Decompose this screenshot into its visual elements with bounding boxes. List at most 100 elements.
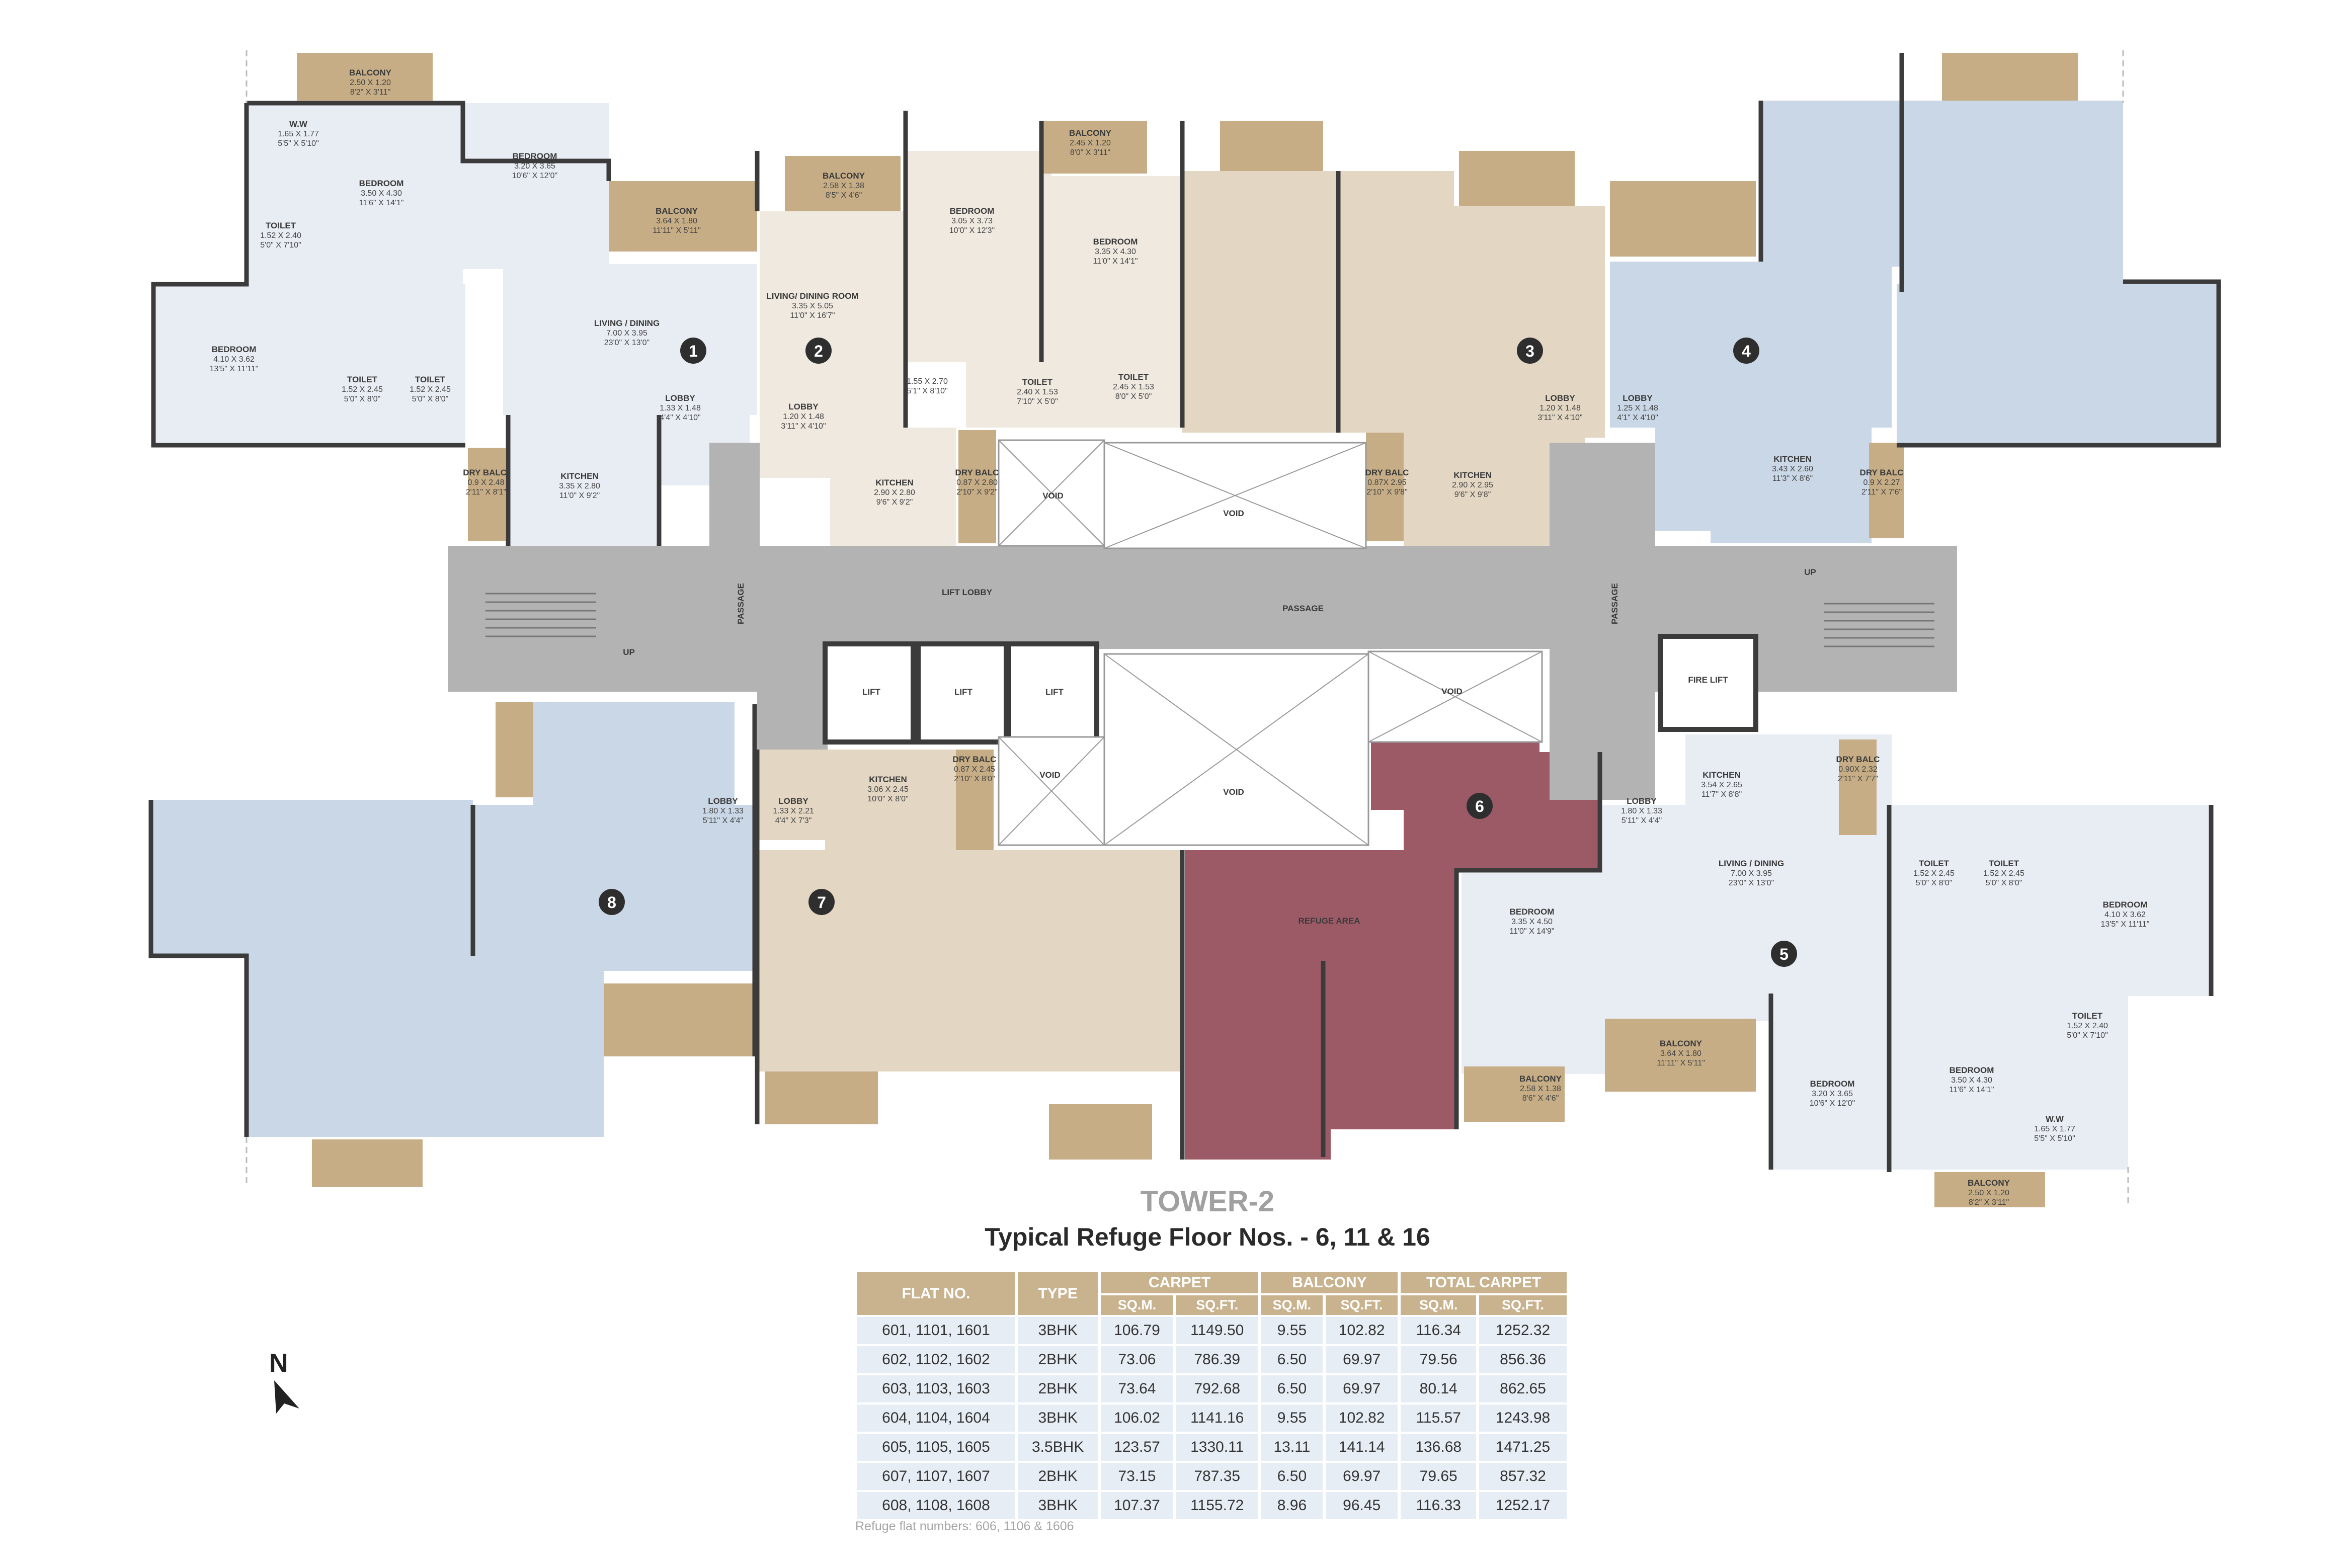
flat-number-badge: 6	[1467, 793, 1493, 819]
flat-2-area	[760, 151, 1182, 546]
room-label: 1.55 X 2.705'1" X 8'10"	[907, 377, 948, 395]
room-dim-imperial: 11'0" X 16'7"	[790, 311, 835, 320]
room-name: DRY BALC.	[463, 468, 509, 477]
room-dim-metric: 4.10 X 3.62	[2104, 911, 2146, 919]
room-dim-metric: 1.80 X 1.33	[1621, 807, 1662, 815]
room-dim-metric: 2.45 X 1.20	[1070, 139, 1111, 147]
table-cell: 602, 1102, 1602	[857, 1346, 1015, 1373]
room-name: BEDROOM	[1093, 237, 1138, 246]
core-label: PASSAGE	[1610, 583, 1619, 624]
room-dim-imperial: 4'4" X 7'3"	[775, 816, 812, 825]
room-name: BALCONY	[1968, 1178, 2010, 1188]
room-dim-imperial: 3'11" X 4'10"	[781, 422, 826, 431]
room-name: BALCONY	[1660, 1039, 1702, 1048]
room-dim-imperial: 10'0" X 12'3"	[949, 226, 995, 235]
room-dim-metric: 1.65 X 1.77	[278, 130, 319, 138]
core-label: UP	[1804, 567, 1816, 577]
table-cell: 3BHK	[1017, 1317, 1098, 1344]
room-name: BALCONY	[1069, 128, 1112, 138]
sub-sqm: SQ.M.	[1401, 1295, 1477, 1315]
table-cell: 601, 1101, 1601	[857, 1317, 1015, 1344]
room-name: TOILET	[1989, 859, 2019, 868]
room-dim-imperial: 11'3" X 8'6"	[1772, 474, 1813, 483]
room-dim-imperial: 8'0" X 5'0"	[1115, 392, 1152, 401]
room-dim-imperial: 5'0" X 7'10"	[260, 241, 301, 250]
room-dim-metric: 3.20 X 3.65	[514, 162, 555, 171]
col-flat-no: FLAT NO.	[857, 1272, 1015, 1315]
room-dim-imperial: 2'10" X 8'0"	[954, 775, 995, 783]
room-name: LOBBY	[665, 393, 695, 403]
room-label: W.W1.65 X 1.775'5" X 5'10"	[2034, 1114, 2075, 1143]
table-cell: 2BHK	[1017, 1375, 1098, 1402]
core-label: LIFT	[1045, 687, 1064, 697]
room-name: W.W	[2046, 1114, 2064, 1124]
table-cell: 1155.72	[1176, 1492, 1258, 1519]
sub-sqft: SQ.FT.	[1176, 1295, 1258, 1315]
stairs-left	[485, 593, 596, 637]
room-dim-imperial: 5'0" X 8'0"	[344, 395, 381, 403]
room-dim-imperial: 8'0" X 3'11"	[1070, 148, 1110, 157]
table-cell: 1252.17	[1479, 1492, 1567, 1519]
flat-badge-circle	[1733, 338, 1759, 364]
table-cell: 608, 1108, 1608	[857, 1492, 1015, 1519]
room-dim-metric: 3.64 X 1.80	[656, 217, 697, 225]
room-name: KITCHEN	[1453, 470, 1492, 480]
col-total: TOTAL CARPET	[1401, 1272, 1567, 1293]
table-cell: 3BHK	[1017, 1405, 1098, 1432]
flat-number: 2	[814, 342, 823, 360]
table-cell: 607, 1107, 1607	[857, 1463, 1015, 1490]
room-dim-metric: 0.87X 2.95	[1367, 478, 1407, 487]
flat-number-badge: 3	[1517, 338, 1543, 364]
core-label: LIFT	[954, 687, 972, 697]
site-outline	[246, 50, 2129, 1207]
refuge-note: Refuge flat numbers: 606, 1106 & 1606	[855, 1519, 1074, 1533]
table-cell: 106.02	[1101, 1405, 1173, 1432]
flat-badge-circle	[1467, 793, 1493, 819]
table-cell: 1149.50	[1176, 1317, 1258, 1344]
table-cell: 80.14	[1401, 1375, 1477, 1402]
room-dim-imperial: 10'6" X 12'0"	[512, 172, 557, 180]
floor-subtitle: Typical Refuge Floor Nos. - 6, 11 & 16	[985, 1223, 1430, 1251]
room-dim-imperial: 4'4" X 4'10"	[660, 414, 701, 422]
table-cell: 102.82	[1326, 1405, 1398, 1432]
room-dim-metric: 1.20 X 1.48	[783, 412, 824, 421]
flat-number-badge: 1	[680, 338, 706, 364]
table-cell: 786.39	[1176, 1346, 1258, 1373]
core-label: VOID	[1223, 787, 1244, 797]
room-name: LOBBY	[1545, 393, 1575, 403]
table-cell: 2BHK	[1017, 1463, 1098, 1490]
room-dim-imperial: 2'11" X 7'7"	[1838, 775, 1878, 783]
room-dim-metric: 1.65 X 1.77	[2034, 1125, 2075, 1133]
table-cell: 1141.16	[1176, 1405, 1258, 1432]
room-name: LIVING / DINING	[1719, 859, 1784, 868]
core-label: UP	[623, 647, 635, 657]
flat-2-balconies	[785, 121, 1147, 543]
room-name: LIVING/ DINING ROOM	[766, 291, 858, 301]
room-name: BEDROOM	[1510, 907, 1555, 917]
room-name: TOILET	[347, 375, 378, 384]
table-cell: 73.64	[1101, 1375, 1173, 1402]
flat-number: 6	[1475, 797, 1484, 815]
room-dim-imperial: 9'6" X 9'8"	[1454, 490, 1491, 499]
room-dim-imperial: 5'0" X 8'0"	[412, 395, 449, 403]
sub-sqft: SQ.FT.	[1326, 1295, 1398, 1315]
room-name: LIVING / DINING	[594, 318, 660, 328]
room-dim-metric: 2.58 X 1.38	[823, 182, 864, 190]
